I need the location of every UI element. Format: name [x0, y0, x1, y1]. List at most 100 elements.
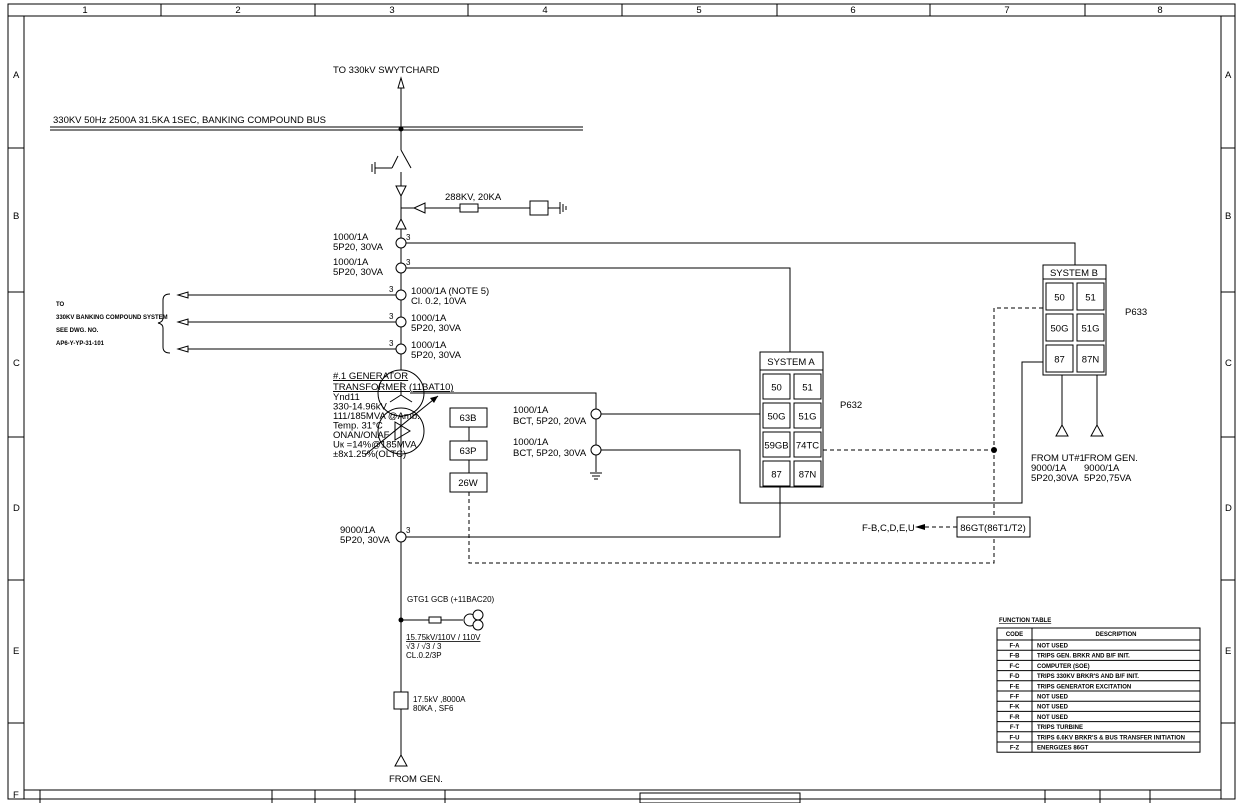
system-a-model: P632: [840, 400, 862, 411]
svg-text:1000/1A: 1000/1A: [513, 405, 549, 416]
drawing-frame: [7, 3, 1236, 800]
svg-text:50: 50: [1054, 293, 1065, 304]
breaker-rating-2: 80KA , SF6: [413, 704, 454, 713]
swyard-label: TO 330kV SWYTCHARD: [333, 65, 440, 76]
svg-text:Cl. 0.2, 10VA: Cl. 0.2, 10VA: [411, 296, 467, 307]
svg-text:9000/1A: 9000/1A: [340, 525, 376, 536]
svg-text:5P20,75VA: 5P20,75VA: [1084, 473, 1132, 484]
svg-text:87: 87: [771, 470, 782, 481]
reference-brace: [157, 293, 171, 354]
system-b-model: P633: [1125, 307, 1147, 318]
arrow-left-icon: [176, 318, 189, 326]
svg-text:TO: TO: [56, 302, 65, 308]
vt-ratio: 15.75kV/110V / 110V: [406, 633, 481, 642]
column-label: 8: [1157, 5, 1162, 16]
relay-function-51G: 51G: [1076, 313, 1105, 342]
relay-function-87N: 87N: [793, 460, 822, 487]
row-label: A: [1225, 70, 1232, 81]
svg-text:3: 3: [406, 233, 411, 242]
column-label: 6: [850, 5, 855, 16]
svg-text:COMPUTER (SOE): COMPUTER (SOE): [1037, 664, 1090, 670]
relay-function-50: 50: [762, 373, 791, 400]
relay-function-87: 87: [1045, 344, 1074, 373]
ct-upper-2: 3 1000/1A 5P20, 30VA: [333, 257, 411, 278]
svg-text:TRANSFORMER (11BAT10): TRANSFORMER (11BAT10): [333, 382, 454, 393]
generator-circuit-breaker-icon: [393, 691, 409, 710]
disconnector-icon: [371, 140, 412, 185]
svg-text:51: 51: [802, 383, 813, 394]
generator-arrow-icon: [394, 753, 408, 767]
svg-text:26W: 26W: [458, 478, 478, 489]
svg-text:FROM GEN.: FROM GEN.: [1084, 453, 1138, 464]
svg-text:87N: 87N: [799, 470, 817, 481]
column-label: 2: [235, 5, 240, 16]
row-label: F: [13, 790, 19, 801]
svg-text:9000/1A: 9000/1A: [1084, 463, 1120, 474]
svg-text:330-14.96kV: 330-14.96kV: [333, 402, 388, 413]
relay-function-50G: 50G: [1045, 313, 1074, 342]
svg-text:NOT USED: NOT USED: [1037, 695, 1069, 701]
svg-text:TRIPS 330KV BRKR'S AND B/F INI: TRIPS 330KV BRKR'S AND B/F INIT.: [1037, 674, 1139, 680]
svg-text:3: 3: [406, 526, 411, 535]
svg-text:ENERGIZES 86GT: ENERGIZES 86GT: [1037, 746, 1089, 752]
row-label: D: [1225, 503, 1232, 514]
svg-text:330KV BANKING COMPOUND SYSTEM: 330KV BANKING COMPOUND SYSTEM: [56, 315, 168, 321]
svg-text:SYSTEM A: SYSTEM A: [767, 357, 815, 368]
svg-text:F-E: F-E: [1010, 684, 1020, 690]
svg-text:TRIPS 6.6KV BRKR'S & BUS TRANS: TRIPS 6.6KV BRKR'S & BUS TRANSFER INITIA…: [1037, 735, 1185, 741]
svg-text:F-B: F-B: [1010, 654, 1021, 660]
svg-text:1000/1A: 1000/1A: [411, 313, 447, 324]
svg-text:TRIPS GEN. BRKR AND B/F INIT.: TRIPS GEN. BRKR AND B/F INIT.: [1037, 654, 1130, 660]
relay-function-51: 51: [1076, 282, 1105, 311]
vt-ratio-denominator: √3 / √3 / 3: [406, 642, 442, 651]
row-label: B: [1225, 211, 1231, 222]
row-label: C: [13, 358, 20, 369]
table-row: F-B TRIPS GEN. BRKR AND B/F INIT.: [997, 649, 1200, 660]
column-label: 1: [82, 5, 87, 16]
relay-function-50G: 50G: [762, 402, 791, 429]
vt-class: CL.0.2/3P: [406, 651, 442, 660]
svg-text:SEE DWG. NO.: SEE DWG. NO.: [56, 328, 99, 334]
row-label: D: [13, 503, 20, 514]
table-header: DESCRIPTION: [1095, 632, 1136, 638]
svg-text:NOT USED: NOT USED: [1037, 715, 1069, 721]
ct-upper-1: 3 1000/1A 5P20, 30VA: [333, 232, 411, 253]
reference-text: TO 330KV BANKING COMPOUND SYSTEM SEE DWG. …: [56, 302, 168, 347]
svg-text:50G: 50G: [1051, 324, 1069, 335]
svg-text:F-A: F-A: [1010, 644, 1021, 650]
from-gen-label: FROM GEN.: [389, 774, 443, 785]
svg-text:5P20, 30VA: 5P20, 30VA: [340, 535, 391, 546]
svg-text:±8x1.25%(OLTC): ±8x1.25%(OLTC): [333, 449, 406, 460]
aux-relay-26W: 26W: [449, 472, 488, 493]
busbar: 330KV 50Hz 2500A 31.5KA 1SEC, BANKING CO…: [50, 65, 583, 132]
svg-text:NOT USED: NOT USED: [1037, 644, 1069, 650]
svg-text:3: 3: [406, 258, 411, 267]
function-table-title: FUNCTION TABLE: [999, 618, 1051, 624]
bus-label: 330KV 50Hz 2500A 31.5KA 1SEC, BANKING CO…: [53, 115, 326, 126]
breaker-rating: 17.5kV ,8000A: [413, 695, 466, 704]
svg-text:SYSTEM B: SYSTEM B: [1050, 268, 1098, 279]
vt-icon: [401, 609, 484, 631]
svg-text:#.1 GENERATOR: #.1 GENERATOR: [333, 371, 408, 382]
relay-function-74TC: 74TC: [793, 431, 822, 458]
aux-relay-63P: 63P: [449, 440, 488, 461]
svg-text:1000/1A (NOTE 5): 1000/1A (NOTE 5): [411, 286, 489, 297]
svg-text:1000/1A: 1000/1A: [513, 437, 549, 448]
relay-function-59GB: 59GB: [762, 431, 791, 458]
svg-text:63B: 63B: [460, 413, 477, 424]
svg-text:51G: 51G: [799, 412, 817, 423]
